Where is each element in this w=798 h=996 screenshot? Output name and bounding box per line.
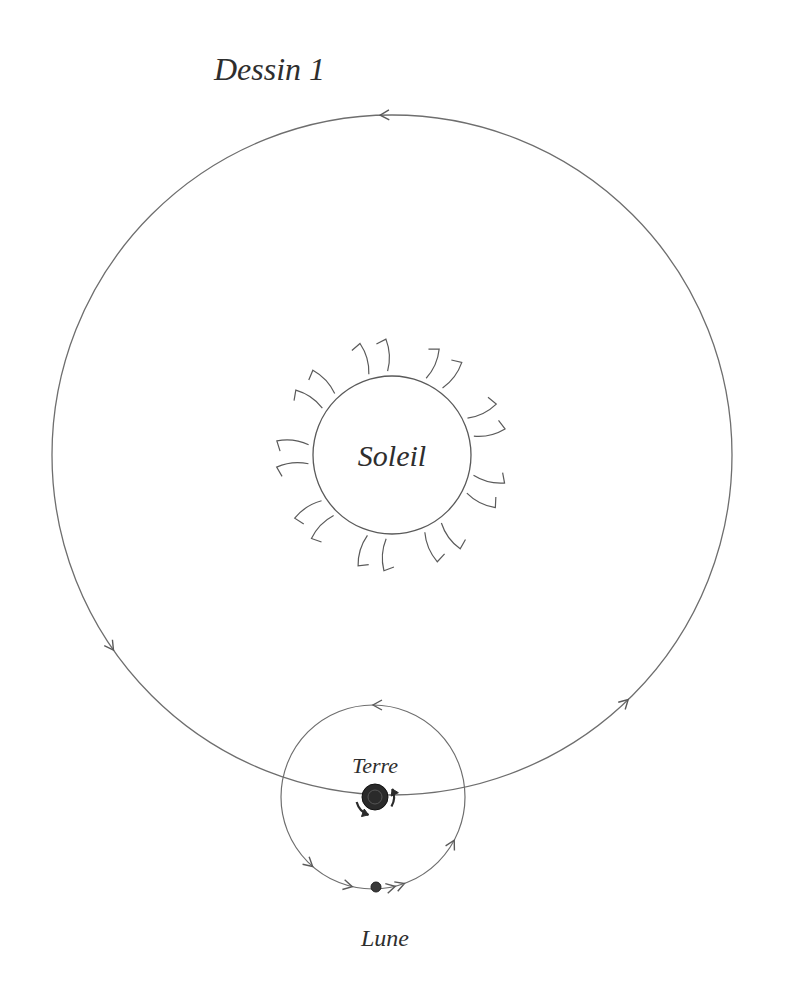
moon-orbit <box>281 705 465 889</box>
rotation-arrowhead <box>391 789 398 796</box>
node-label: Soleil <box>358 439 426 472</box>
moon-disc <box>371 882 381 892</box>
orbit-arrow <box>618 700 628 710</box>
orbit-arrow <box>446 840 455 850</box>
sun-ray <box>295 501 322 524</box>
orbit-arrow <box>394 882 404 891</box>
sun-ray <box>277 463 309 477</box>
sun-ray <box>352 343 369 374</box>
diagram-title: Dessin 1 <box>214 52 325 87</box>
orbit-arrow <box>380 110 389 120</box>
orbit-arrow <box>342 880 352 890</box>
sun-ray <box>376 339 389 371</box>
orbit-arrow <box>373 700 382 710</box>
sun-ray <box>426 349 439 378</box>
sun-ray <box>382 539 394 571</box>
sun-ray <box>467 493 496 508</box>
earth-texture <box>368 790 382 804</box>
sun-ray <box>311 515 333 542</box>
sun-ray <box>441 523 465 549</box>
sun-ray <box>358 535 369 566</box>
orbit-arrows <box>104 110 628 893</box>
sun-ray <box>474 473 505 484</box>
sun-disc <box>313 376 471 534</box>
orbit-arrow <box>385 884 395 894</box>
sun-ray <box>277 440 309 451</box>
rotation-arrowhead <box>361 809 368 817</box>
earth-body: Terre <box>335 754 415 812</box>
sun-ray <box>294 390 322 408</box>
sun-rays <box>277 339 505 571</box>
sun-ray <box>443 360 462 388</box>
sun-ray <box>309 370 335 393</box>
earth-disc <box>362 784 388 810</box>
node-label: Terre <box>352 754 398 778</box>
orbit-arrow <box>303 857 313 867</box>
moon-body: Lune <box>340 879 430 953</box>
earth-orbit <box>52 115 732 795</box>
sun-ray <box>425 532 445 561</box>
node-label: Lune <box>361 925 409 951</box>
sun-ray <box>467 397 496 418</box>
sun-ray <box>474 420 505 436</box>
orbit-arrow <box>104 640 113 650</box>
sun-circle: Soleil <box>312 375 472 535</box>
